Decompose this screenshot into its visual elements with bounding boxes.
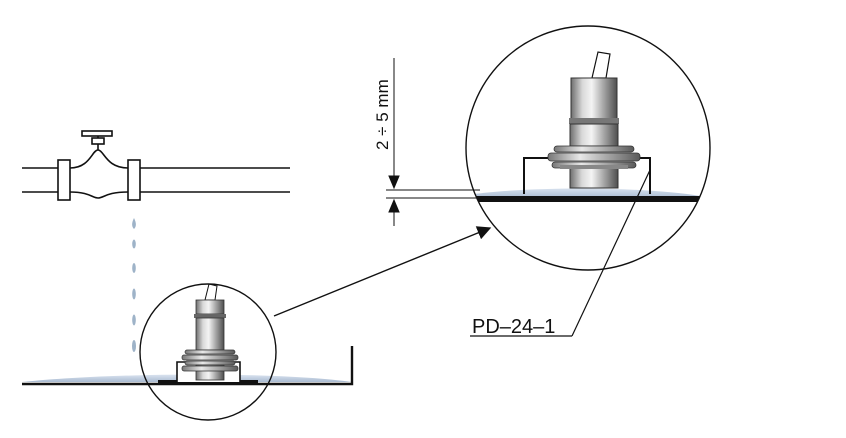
leak-sensor-small-icon <box>158 284 258 384</box>
part-label: PD–24–1 <box>472 316 555 338</box>
water-drop-icon <box>132 218 136 352</box>
dimension-marker <box>386 58 480 226</box>
magnifier-circle-small <box>139 283 277 421</box>
dimension-label: 2 ÷ 5 mm <box>373 79 392 150</box>
zoom-arrow-icon <box>273 226 492 317</box>
leak-sensor-large-icon <box>466 51 700 202</box>
pipe-valve-icon <box>22 130 290 201</box>
part-leader-line <box>470 169 651 337</box>
magnifier-circle-large <box>465 25 711 271</box>
